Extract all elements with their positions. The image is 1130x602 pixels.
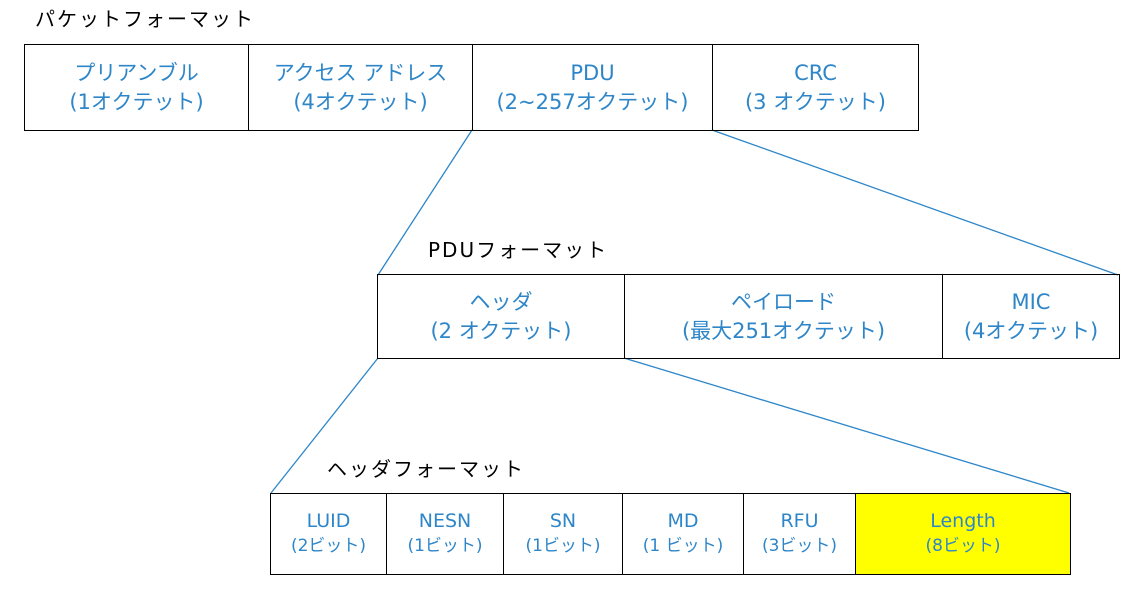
pdu-field-mic: MIC (4オクテット) (943, 275, 1120, 358)
field-size: (最大251オクテット) (681, 318, 886, 343)
field-size: (1ビット) (407, 536, 483, 556)
field-size: (4オクテット) (293, 89, 428, 114)
field-size: (2 オクテット) (430, 318, 572, 343)
packet-field-preamble: プリアンブル (1オクテット) (25, 45, 249, 130)
header-field-luid: LUID (2ビット) (271, 494, 387, 574)
field-name: CRC (794, 60, 837, 85)
connector-header-right (623, 357, 1070, 494)
packet-field-pdu: PDU (2~257オクテット) (473, 45, 713, 130)
field-size: (3ビット) (761, 536, 838, 556)
field-size: (8ビット) (925, 536, 1001, 556)
pdu-format-row: ヘッダ (2 オクテット) ペイロード (最大251オクテット) MIC (4オ… (377, 274, 1120, 359)
header-format-row: LUID (2ビット) NESN (1ビット) SN (1ビット) MD (1 … (270, 493, 1071, 575)
header-field-rfu: RFU (3ビット) (744, 494, 856, 574)
field-size: (1 ビット) (642, 536, 724, 556)
field-name: ペイロード (731, 289, 836, 314)
packet-format-title: パケットフォーマット (35, 7, 255, 31)
header-field-md: MD (1 ビット) (623, 494, 744, 574)
field-name: MD (667, 510, 699, 532)
field-name: RFU (780, 510, 819, 532)
field-name: ヘッダ (469, 289, 533, 314)
header-field-sn: SN (1ビット) (504, 494, 623, 574)
header-format-title: ヘッダフォーマット (327, 457, 525, 481)
field-size: (1ビット) (525, 536, 601, 556)
packet-format-row: プリアンブル (1オクテット) アクセス アドレス (4オクテット) PDU (… (24, 44, 919, 131)
packet-field-crc: CRC (3 オクテット) (713, 45, 919, 130)
field-name: プリアンブル (74, 60, 199, 85)
field-size: (4オクテット) (963, 318, 1099, 343)
packet-field-access-address: アクセス アドレス (4オクテット) (249, 45, 473, 130)
pdu-format-title: PDUフォーマット (428, 238, 609, 262)
header-field-nesn: NESN (1ビット) (387, 494, 504, 574)
field-name: PDU (570, 60, 615, 85)
field-name: Length (930, 510, 996, 532)
field-name: LUID (306, 510, 351, 532)
field-size: (2~257オクテット) (496, 89, 689, 114)
field-name: SN (549, 510, 577, 532)
field-name: MIC (1011, 289, 1051, 314)
field-size: (2ビット) (290, 536, 367, 556)
pdu-field-header: ヘッダ (2 オクテット) (378, 275, 625, 358)
header-field-length: Length (8ビット) (856, 494, 1071, 574)
field-size: (3 オクテット) (744, 89, 886, 114)
field-name: NESN (418, 510, 472, 532)
field-name: アクセス アドレス (273, 60, 448, 85)
connector-pdu-right (711, 129, 1119, 276)
pdu-field-payload: ペイロード (最大251オクテット) (625, 275, 943, 358)
field-size: (1オクテット) (69, 89, 204, 114)
